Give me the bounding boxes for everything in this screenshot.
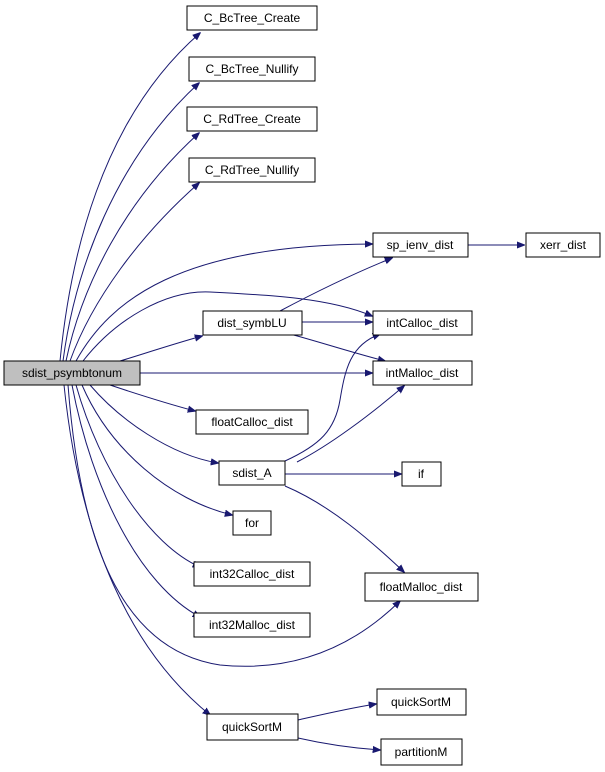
node-quicksortm-caller[interactable]: quickSortM [206, 713, 299, 741]
node-intmalloc-dist[interactable]: intMalloc_dist [372, 360, 473, 386]
node-label: dist_symbLU [217, 316, 286, 330]
edge-sdist-psymbtonum-to-for [81, 384, 232, 515]
node-intcalloc-dist[interactable]: intCalloc_dist [372, 310, 473, 336]
node-label: for [245, 516, 259, 530]
edge-sdist-psymbtonum-to-sp-ienv-dist [75, 244, 372, 362]
edge-sdist-a-to-intcalloc-dist [284, 334, 380, 462]
node-label: if [418, 467, 425, 481]
edge-sdist-psymbtonum-to-c-bctree-create [59, 33, 200, 362]
edge-sdist-psymbtonum-to-c-bctree-nullify [62, 83, 199, 362]
nodes: sdist_psymbtonum C_BcTree_Create C_BcTre… [3, 5, 601, 766]
node-floatmalloc-dist[interactable]: floatMalloc_dist [364, 572, 479, 602]
node-label: intMalloc_dist [386, 366, 459, 380]
node-label: floatCalloc_dist [211, 415, 293, 429]
edge-sdist-psymbtonum-to-c-rdtree-create [65, 133, 199, 362]
edge-sdist-psymbtonum-to-floatcalloc-dist [109, 384, 195, 411]
node-label: int32Malloc_dist [209, 618, 296, 632]
edge-sdist-psymbtonum-to-quicksortm [63, 384, 210, 715]
node-label: xerr_dist [540, 238, 587, 252]
node-dist-symblu[interactable]: dist_symbLU [202, 310, 303, 336]
node-label: int32Calloc_dist [210, 567, 295, 581]
node-label: intCalloc_dist [386, 316, 458, 330]
node-quicksortm-callee[interactable]: quickSortM [376, 688, 467, 716]
node-label: quickSortM [391, 695, 451, 709]
edge-sdist-psymbtonum-to-int32malloc-dist [71, 384, 200, 617]
edge-sdist-a-to-intmalloc-dist [296, 386, 404, 463]
node-if[interactable]: if [401, 461, 442, 487]
edge-sdist-psymbtonum-to-int32calloc-dist [75, 384, 200, 567]
node-int32calloc-dist[interactable]: int32Calloc_dist [193, 561, 311, 587]
node-c-bctree-nullify[interactable]: C_BcTree_Nullify [188, 56, 316, 82]
node-label: C_BcTree_Nullify [206, 62, 299, 76]
node-label: sp_ienv_dist [387, 238, 454, 252]
edge-quicksortm-to-partitionm [297, 737, 380, 750]
node-xerr-dist[interactable]: xerr_dist [525, 232, 601, 258]
edge-sdist-a-to-floatmalloc-dist [284, 485, 404, 572]
node-label: C_BcTree_Create [204, 11, 301, 25]
node-for[interactable]: for [232, 510, 272, 536]
node-c-rdtree-create[interactable]: C_RdTree_Create [186, 106, 318, 132]
node-floatcalloc-dist[interactable]: floatCalloc_dist [195, 409, 309, 435]
node-sp-ienv-dist[interactable]: sp_ienv_dist [372, 232, 469, 258]
edge-quicksortm-to-quicksortm [297, 704, 376, 721]
node-label: C_RdTree_Nullify [205, 163, 299, 177]
edge-sdist-psymbtonum-to-c-rdtree-nullify [69, 183, 199, 362]
node-label: floatMalloc_dist [380, 580, 463, 594]
node-partitionm[interactable]: partitionM [380, 738, 463, 766]
node-label: sdist_A [232, 466, 271, 480]
edge-sdist-psymbtonum-to-dist-symblu [119, 336, 202, 362]
node-label: C_RdTree_Create [203, 112, 301, 126]
edges [59, 33, 524, 750]
edge-dist-symblu-to-sp-ienv-dist [279, 258, 392, 312]
edge-sdist-psymbtonum-to-intcalloc-dist [82, 291, 372, 362]
node-label: sdist_psymbtonum [22, 366, 122, 380]
edge-sdist-psymbtonum-to-floatmalloc-dist [67, 384, 400, 667]
node-label: partitionM [395, 745, 448, 759]
node-sdist-a[interactable]: sdist_A [218, 460, 286, 486]
node-label: quickSortM [222, 720, 282, 734]
edge-sdist-psymbtonum-to-sdist-a [89, 384, 218, 463]
node-c-bctree-create[interactable]: C_BcTree_Create [186, 5, 318, 31]
edge-dist-symblu-to-intmalloc-dist [289, 333, 385, 361]
node-sdist-psymbtonum[interactable]: sdist_psymbtonum [3, 360, 141, 386]
node-int32malloc-dist[interactable]: int32Malloc_dist [193, 612, 311, 638]
node-c-rdtree-nullify[interactable]: C_RdTree_Nullify [188, 157, 316, 183]
